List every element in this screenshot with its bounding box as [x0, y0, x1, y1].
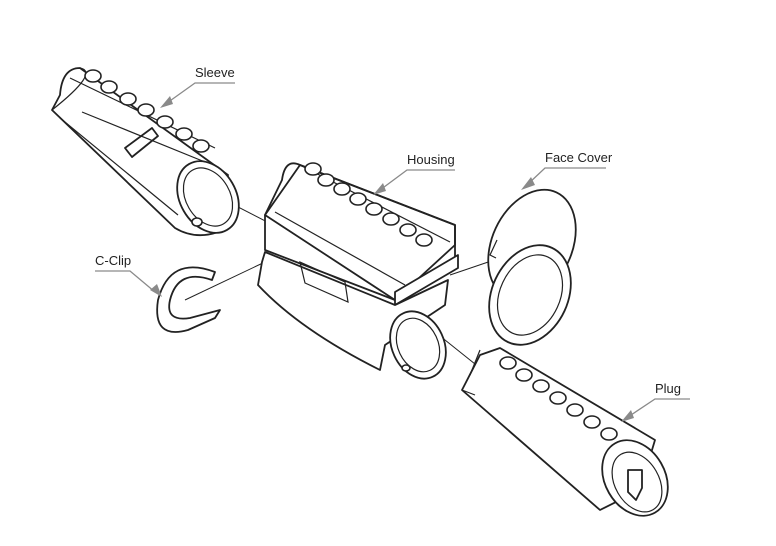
sleeve-part	[51, 67, 240, 237]
housing-pin-holes	[304, 162, 433, 247]
label-sleeve: Sleeve	[195, 65, 235, 80]
label-c-clip: C-Clip	[95, 253, 131, 268]
callout-plug: Plug	[621, 381, 690, 422]
callout-face-cover: Face Cover	[521, 150, 613, 190]
face-cover-part	[487, 188, 577, 346]
label-plug: Plug	[655, 381, 681, 396]
housing-part	[257, 162, 459, 380]
callout-sleeve: Sleeve	[160, 65, 235, 108]
plug-part	[461, 347, 669, 517]
callout-c-clip: C-Clip	[95, 253, 162, 297]
sleeve-pin-holes	[84, 69, 210, 153]
plug-pin-holes	[499, 356, 618, 441]
label-housing: Housing	[407, 152, 455, 167]
label-face-cover: Face Cover	[545, 150, 613, 165]
callout-housing: Housing	[373, 152, 455, 195]
c-clip-part	[156, 266, 221, 333]
